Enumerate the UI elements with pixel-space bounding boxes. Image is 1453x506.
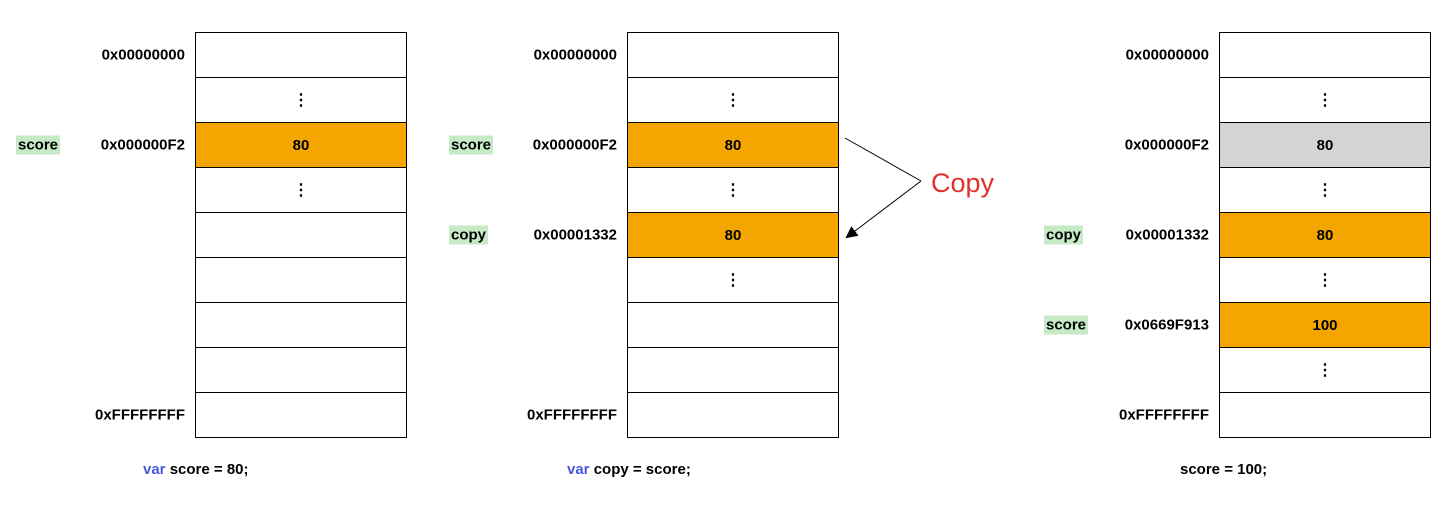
empty-cell bbox=[196, 32, 406, 77]
copy-arrow-lower-line bbox=[845, 180, 922, 239]
value-cell: 80 bbox=[196, 122, 406, 167]
memory-address: 0x00001332 bbox=[1125, 226, 1209, 243]
memory-address: 0x0669F913 bbox=[1124, 316, 1209, 333]
empty-cell bbox=[196, 302, 406, 347]
variable-label-copy: copy bbox=[449, 225, 489, 244]
empty-cell bbox=[196, 347, 406, 392]
code-text: copy = score; bbox=[589, 461, 691, 478]
empty-cell bbox=[628, 347, 838, 392]
copy-annotation: Copy bbox=[931, 168, 995, 198]
empty-cell bbox=[1220, 32, 1430, 77]
memory-address: 0x00000000 bbox=[101, 46, 185, 63]
memory-column: ⋮80⋮80⋮ bbox=[627, 32, 839, 438]
ellipsis-cell: ⋮ bbox=[628, 257, 838, 302]
empty-cell bbox=[1220, 392, 1430, 437]
copy-arrow-upper-line bbox=[844, 137, 922, 182]
code-keyword: var bbox=[567, 461, 590, 478]
memory-address: 0x00000000 bbox=[1125, 46, 1209, 63]
code-statement: var score = 80; bbox=[143, 461, 249, 478]
empty-cell bbox=[628, 392, 838, 437]
variable-label-score: score bbox=[16, 135, 61, 154]
memory-address: 0x00000000 bbox=[533, 46, 617, 63]
value-cell: 80 bbox=[1220, 212, 1430, 257]
memory-address: 0x000000F2 bbox=[532, 136, 617, 153]
ellipsis-cell: ⋮ bbox=[196, 77, 406, 122]
ellipsis-cell: ⋮ bbox=[628, 167, 838, 212]
memory-address: 0x00001332 bbox=[533, 226, 617, 243]
empty-cell bbox=[196, 212, 406, 257]
memory-address: 0x000000F2 bbox=[1124, 136, 1209, 153]
code-text: score = 100; bbox=[1180, 461, 1268, 478]
code-statement: score = 100; bbox=[1180, 461, 1267, 478]
variable-label-copy: copy bbox=[1044, 225, 1084, 244]
memory-address: 0xFFFFFFFF bbox=[95, 406, 185, 423]
value-cell: 80 bbox=[628, 122, 838, 167]
empty-cell bbox=[628, 302, 838, 347]
value-cell: 80 bbox=[628, 212, 838, 257]
ellipsis-cell: ⋮ bbox=[1220, 347, 1430, 392]
ellipsis-cell: ⋮ bbox=[1220, 167, 1430, 212]
ellipsis-cell: ⋮ bbox=[1220, 77, 1430, 122]
code-text: score = 80; bbox=[165, 461, 249, 478]
value-cell: 100 bbox=[1220, 302, 1430, 347]
empty-cell bbox=[196, 392, 406, 437]
memory-column: ⋮80⋮80⋮100⋮ bbox=[1219, 32, 1431, 438]
ellipsis-cell: ⋮ bbox=[628, 77, 838, 122]
ellipsis-cell: ⋮ bbox=[1220, 257, 1430, 302]
memory-column: ⋮80⋮ bbox=[195, 32, 407, 438]
value-cell: 80 bbox=[1220, 122, 1430, 167]
variable-label-score: score bbox=[1044, 315, 1089, 334]
memory-address: 0x000000F2 bbox=[100, 136, 185, 153]
empty-cell bbox=[628, 32, 838, 77]
code-keyword: var bbox=[143, 461, 166, 478]
memory-address: 0xFFFFFFFF bbox=[527, 406, 617, 423]
variable-label-score: score bbox=[449, 135, 494, 154]
ellipsis-cell: ⋮ bbox=[196, 167, 406, 212]
memory-address: 0xFFFFFFFF bbox=[1119, 406, 1209, 423]
empty-cell bbox=[196, 257, 406, 302]
code-statement: var copy = score; bbox=[567, 461, 691, 478]
